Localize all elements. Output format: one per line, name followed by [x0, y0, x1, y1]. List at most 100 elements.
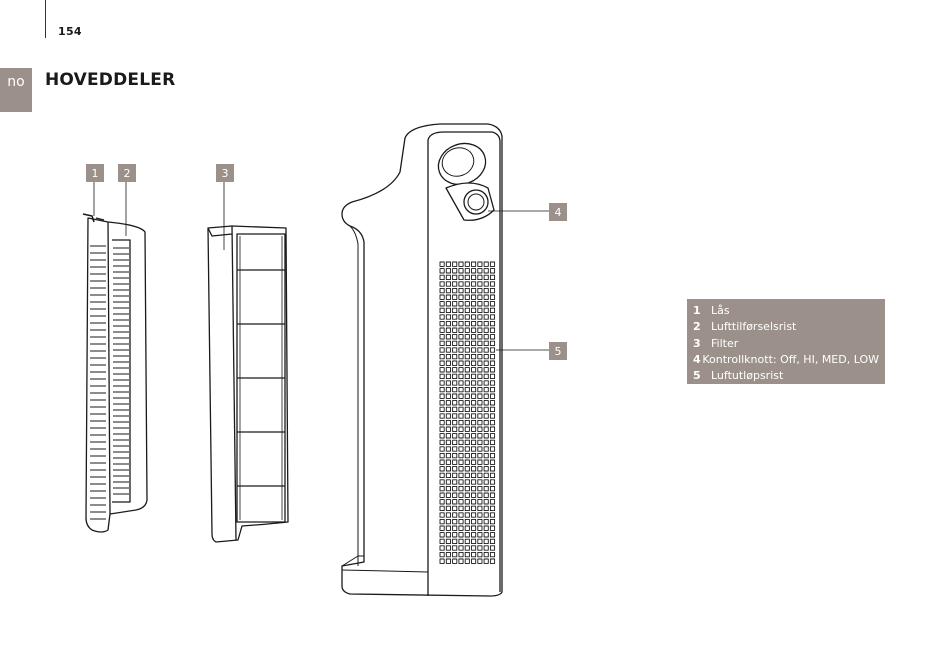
grille-opening — [477, 386, 483, 393]
grille-opening — [471, 446, 477, 452]
grille-opening — [458, 386, 464, 393]
grille-opening — [458, 261, 464, 267]
grille-opening — [489, 307, 496, 314]
grille-opening — [471, 386, 477, 393]
grille-opening — [452, 439, 458, 446]
grille-opening — [489, 294, 496, 300]
grille-opening — [445, 261, 451, 267]
grille-opening — [445, 301, 451, 307]
grille-opening — [458, 512, 464, 518]
grille-opening — [439, 353, 445, 360]
grille-opening — [464, 492, 470, 498]
grille-opening — [477, 419, 483, 426]
grille-opening — [439, 419, 445, 426]
grille-opening — [458, 327, 464, 333]
grille-opening — [445, 525, 451, 531]
grille-opening — [445, 353, 451, 360]
legend-label: Luftutløpsrist — [711, 369, 784, 383]
grille-opening — [452, 485, 458, 492]
grille-opening — [471, 472, 477, 479]
grille-opening — [464, 479, 470, 485]
grille-opening — [452, 340, 458, 347]
grille-opening — [477, 314, 483, 320]
grille-opening — [464, 281, 470, 287]
grille-opening — [471, 459, 477, 465]
grille-opening — [439, 406, 445, 413]
legend-number: 3 — [693, 336, 701, 350]
grille-opening — [458, 439, 464, 446]
grille-opening — [452, 353, 458, 360]
grille-opening — [483, 334, 489, 340]
grille-opening — [483, 419, 489, 426]
grille-opening — [489, 287, 496, 294]
grille-opening — [477, 439, 483, 446]
grille-opening — [489, 452, 496, 459]
grille-opening — [483, 307, 489, 314]
grille-opening — [445, 413, 451, 419]
grille-opening — [489, 406, 496, 413]
grille-opening — [445, 558, 451, 564]
grille-opening — [471, 492, 477, 498]
grille-opening — [458, 426, 464, 432]
grille-opening — [477, 360, 483, 366]
grille-opening — [445, 532, 451, 538]
grille-opening — [452, 327, 458, 333]
grille-opening — [483, 380, 489, 386]
legend-label: Filter — [711, 336, 739, 350]
grille-opening — [471, 479, 477, 485]
grille-opening — [452, 551, 458, 558]
grille-opening — [483, 426, 489, 432]
grille-opening — [458, 334, 464, 340]
grille-opening — [464, 525, 470, 531]
grille-opening — [458, 532, 464, 538]
grille-opening — [464, 334, 470, 340]
grille-opening — [483, 281, 489, 287]
grille-opening — [464, 439, 470, 446]
grille-opening — [489, 281, 496, 287]
grille-opening — [439, 327, 445, 333]
grille-opening — [464, 301, 470, 307]
grille-opening — [445, 327, 451, 333]
grille-opening — [439, 492, 445, 498]
grille-opening — [439, 532, 445, 538]
grille-opening — [439, 340, 445, 347]
grille-opening — [471, 294, 477, 300]
grille-opening — [439, 505, 445, 512]
grille-opening — [452, 373, 458, 380]
grille-opening — [489, 433, 496, 439]
grille-opening — [464, 268, 470, 274]
grille-opening — [445, 406, 451, 413]
grille-opening — [439, 281, 445, 287]
grille-opening — [489, 558, 496, 564]
grille-opening — [483, 261, 489, 267]
grille-opening — [439, 274, 445, 281]
grille-opening — [445, 452, 451, 459]
grille-opening — [445, 400, 451, 406]
grille-opening — [452, 320, 458, 327]
grille-opening — [489, 499, 496, 505]
grille-opening — [458, 340, 464, 347]
grille-opening — [483, 545, 489, 551]
grille-opening — [452, 505, 458, 512]
grille-opening — [452, 472, 458, 479]
grille-opening — [464, 413, 470, 419]
grille-opening — [445, 373, 451, 380]
grille-opening — [477, 367, 483, 373]
callout-5: 5 — [549, 342, 567, 360]
grille-opening — [458, 301, 464, 307]
callout-1: 1 — [86, 164, 104, 182]
grille-opening — [471, 268, 477, 274]
grille-opening — [452, 525, 458, 531]
filter-illustration — [207, 182, 289, 543]
grille-opening — [458, 419, 464, 426]
grille-opening — [458, 499, 464, 505]
grille-opening — [439, 380, 445, 386]
grille-opening — [439, 373, 445, 380]
grille-opening — [489, 485, 496, 492]
grille-opening — [439, 393, 445, 399]
grille-opening — [464, 551, 470, 558]
grille-opening — [464, 512, 470, 518]
grille-opening — [477, 294, 483, 300]
grille-opening — [471, 439, 477, 446]
